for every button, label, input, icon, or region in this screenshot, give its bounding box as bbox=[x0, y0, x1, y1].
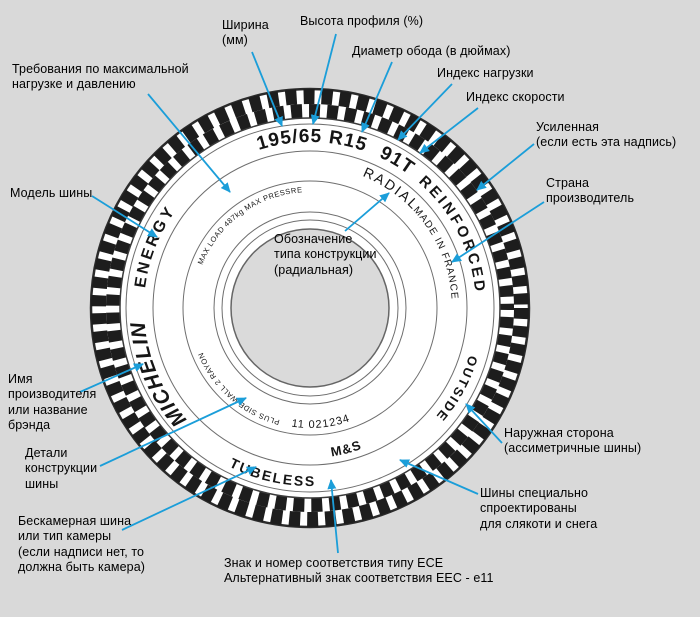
sidewall-ring-4 bbox=[213, 211, 407, 405]
label-outside: Наружная сторона (ассиметричные шины) bbox=[504, 426, 642, 456]
label-snow: Шины специально спроектированы для сляко… bbox=[480, 486, 598, 531]
label-width: Ширина (мм) bbox=[222, 18, 269, 48]
arrow-construction-details bbox=[99, 397, 247, 467]
label-tubeless: Бескамерная шина или тип камеры (если на… bbox=[18, 514, 146, 574]
label-load-index: Индекс нагрузки bbox=[437, 66, 534, 80]
tire-body bbox=[89, 87, 531, 529]
label-reinforced: Усиленная (если есть эта надпись) bbox=[536, 120, 677, 150]
arrow-country bbox=[451, 201, 545, 263]
arrow-model bbox=[91, 195, 158, 238]
arrow-outside bbox=[465, 403, 503, 444]
callout-arrows bbox=[79, 33, 545, 554]
arrow-speed-index bbox=[419, 107, 479, 154]
sidewall-ring-1 bbox=[125, 123, 495, 493]
label-construction-details: Детали конструкции шины bbox=[25, 446, 98, 491]
arrow-snow bbox=[399, 459, 479, 495]
arrow-load-index bbox=[397, 83, 453, 141]
label-max-load-pressure: Требования по максимальной нагрузке и да… bbox=[12, 62, 189, 92]
label-speed-index: Индекс скорости bbox=[466, 90, 565, 104]
label-model: Модель шины bbox=[10, 186, 93, 200]
arrow-brand bbox=[79, 363, 144, 393]
arrow-rim-diameter bbox=[361, 61, 393, 133]
sidewall-ring-2 bbox=[152, 150, 468, 466]
tread-outer-blocks bbox=[91, 89, 529, 527]
label-country: Страна производитель bbox=[546, 176, 635, 206]
arrow-width bbox=[251, 51, 283, 127]
arrow-profile-height bbox=[310, 33, 337, 125]
label-profile-height: Высота профиля (%) bbox=[300, 14, 424, 28]
sidewall-ring-3 bbox=[182, 180, 438, 436]
arrow-ece bbox=[327, 479, 339, 554]
label-rim-diameter: Диаметр обода (в дюймах) bbox=[352, 44, 511, 58]
arrow-reinforced bbox=[476, 143, 535, 191]
label-ece: Знак и номер соответствия типу ECE Альте… bbox=[224, 556, 494, 586]
label-construction-type: Обозначение типа конструкции (радиальная… bbox=[274, 232, 377, 277]
label-brand: Имя производителя или название брэнда bbox=[8, 372, 97, 432]
arrow-tubeless bbox=[121, 466, 257, 531]
bead-ring bbox=[221, 219, 399, 397]
arrow-max-load-pressure bbox=[147, 93, 231, 193]
tread-inner-blocks bbox=[106, 104, 514, 512]
arrow-construction-type bbox=[344, 192, 390, 232]
hub-hole bbox=[230, 228, 390, 388]
